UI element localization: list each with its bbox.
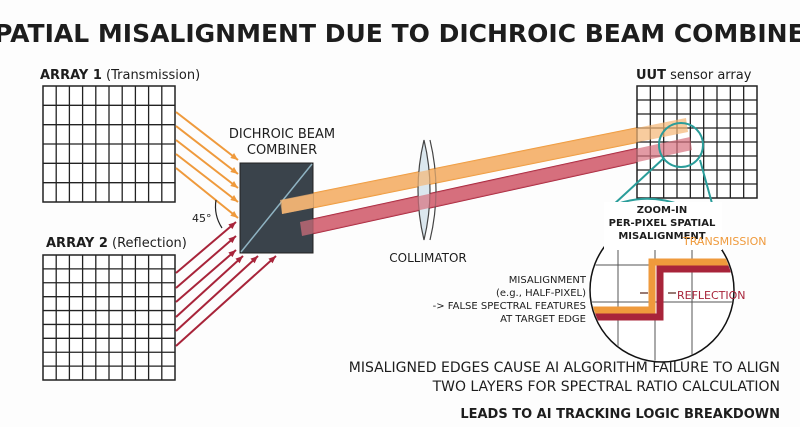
- ray: [175, 255, 259, 332]
- arrowhead: [230, 153, 238, 160]
- arrowhead: [228, 222, 236, 230]
- transmission-beam-overlay: [280, 118, 688, 214]
- ray: [175, 221, 237, 274]
- collimator-lens: [417, 139, 431, 241]
- footer-line-3: LEADS TO AI TRACKING LOGIC BREAKDOWN: [460, 407, 780, 422]
- collimator-label: COLLIMATOR: [389, 251, 466, 265]
- zoom-label-3: MISALIGNMENT: [618, 231, 705, 242]
- ray: [175, 153, 239, 203]
- reflection-rays: [175, 221, 277, 347]
- combiner-label-1: DICHROIC BEAM: [229, 127, 335, 142]
- angle-label: 45°: [192, 212, 212, 225]
- transmission-rays: [175, 111, 239, 219]
- ray: [175, 255, 277, 347]
- zoom-source-circle: [658, 122, 704, 168]
- ray: [175, 255, 244, 318]
- arrowhead: [230, 195, 238, 202]
- ray: [175, 125, 239, 175]
- arrowhead: [235, 256, 243, 264]
- zoom-label-1: ZOOM-IN: [637, 205, 687, 216]
- ray: [175, 167, 239, 219]
- transmission-label: TRANSMISSION: [682, 235, 766, 248]
- reflection-edge: [591, 265, 733, 321]
- zoom-label-bg: [604, 202, 722, 250]
- transmission-edge: [591, 258, 733, 314]
- array2-label: ARRAY 2 (Reflection): [46, 236, 187, 251]
- angle-arc: [214, 199, 223, 229]
- reflection-label: REFLECTION: [677, 289, 746, 302]
- array1-grid: [42, 85, 176, 203]
- zoom-label-2: PER-PIXEL SPATIAL: [609, 218, 716, 229]
- collimator-lens-2: [429, 139, 437, 241]
- misalignment-4: AT TARGET EDGE: [500, 314, 586, 325]
- reflection-beam-overlay: [300, 137, 692, 236]
- arrowhead: [268, 256, 276, 264]
- misalignment-1: MISALIGNMENT: [509, 275, 587, 286]
- misalignment-3: -> FALSE SPECTRAL FEATURES: [433, 301, 586, 312]
- ray: [175, 249, 237, 303]
- footer-line-2: TWO LAYERS FOR SPECTRAL RATIO CALCULATIO…: [432, 379, 780, 395]
- footer-line-1: MISALIGNED EDGES CAUSE AI ALGORITHM FAIL…: [349, 360, 780, 376]
- title: SPATIAL MISALIGNMENT DUE TO DICHROIC BEA…: [0, 19, 800, 48]
- dichroic-surface: [240, 163, 313, 253]
- array1-label: ARRAY 1 (Transmission): [40, 68, 200, 83]
- ray: [175, 111, 239, 161]
- arrowhead: [230, 210, 238, 218]
- arrowhead: [230, 181, 238, 188]
- uut-label: UUT sensor array: [636, 68, 752, 83]
- arrowhead: [230, 167, 238, 174]
- combiner-label-2: COMBINER: [247, 143, 317, 158]
- uut-grid: [636, 85, 758, 199]
- arrowhead: [228, 236, 236, 244]
- ray: [175, 235, 237, 289]
- arrowhead: [250, 256, 258, 264]
- misalignment-2: (e.g., HALF-PIXEL): [496, 288, 586, 299]
- ray: [175, 139, 239, 189]
- array2-grid: [42, 254, 176, 381]
- arrowhead: [228, 250, 236, 258]
